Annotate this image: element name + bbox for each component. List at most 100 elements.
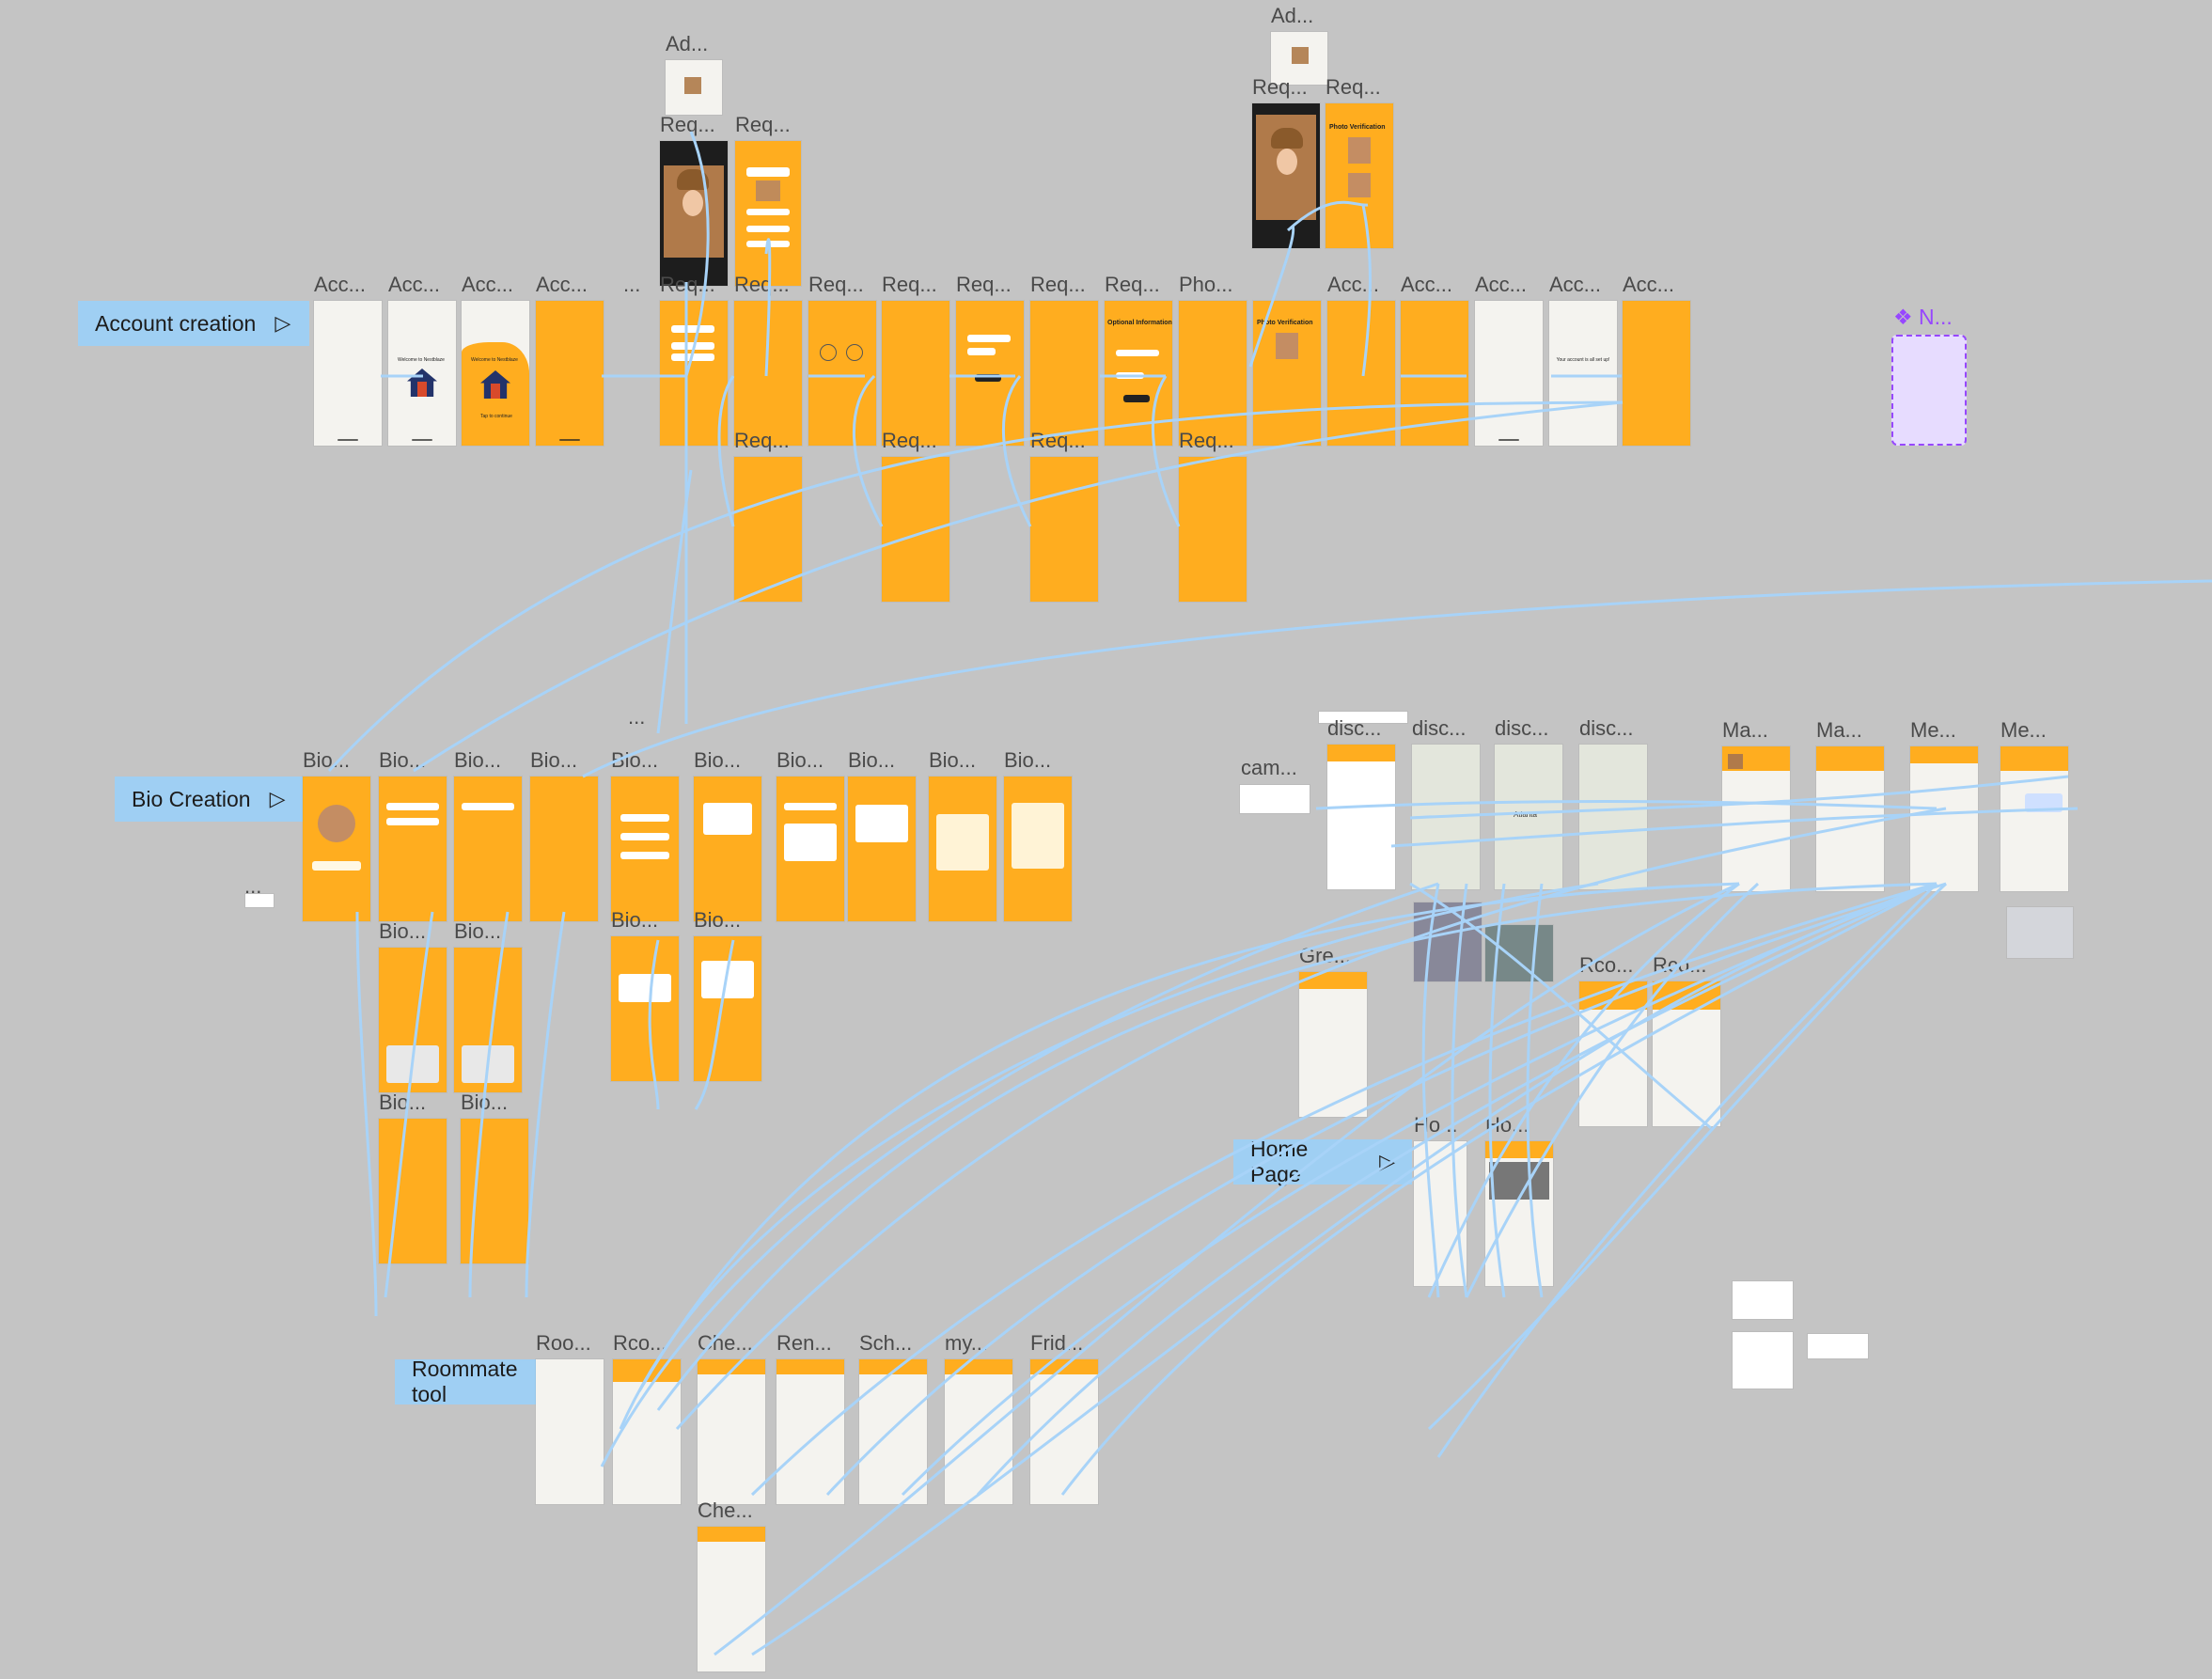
welcome-text: Welcome to Nestblaze (398, 357, 445, 363)
play-icon[interactable]: ▷ (275, 311, 291, 335)
frame-label: Req... (735, 113, 791, 136)
frame-discover-map-3[interactable] (1579, 745, 1647, 889)
frame-acc-3[interactable]: Welcome to Nestblaze Tap to continue (462, 301, 529, 446)
frame-req-5[interactable] (956, 301, 1024, 446)
frame-label: Me... (2000, 718, 2047, 742)
frame-camera-photo-2[interactable] (1252, 103, 1320, 248)
frame-label: Acc... (1327, 273, 1380, 296)
frame-label: Roo... (536, 1331, 591, 1355)
frame-bio-2[interactable] (379, 777, 447, 921)
frame-label: disc... (1495, 716, 1549, 740)
frame-bio-10[interactable] (1004, 777, 1072, 921)
section-title: Account creation (95, 310, 257, 336)
frame-label: ... (244, 874, 262, 898)
frame-checklist-2[interactable] (698, 1527, 765, 1671)
frame-req-low-1[interactable] (734, 457, 802, 602)
frame-label: Sch... (859, 1331, 913, 1355)
play-icon[interactable]: ▷ (269, 787, 286, 810)
frame-roommate-2[interactable] (613, 1359, 681, 1504)
frame-label: Bio... (1004, 748, 1052, 772)
frame-label: Che... (698, 1331, 753, 1355)
frame-photo-grid-1[interactable] (1414, 902, 1482, 981)
keyboard[interactable] (2006, 906, 2074, 959)
frame-label: Req... (734, 273, 790, 296)
frame-acc-7[interactable] (1475, 301, 1543, 446)
frame-messages-2[interactable] (2000, 746, 2068, 891)
frame-bio-6[interactable] (694, 777, 761, 921)
component-set-label[interactable]: ❖ N... (1893, 305, 1953, 329)
frame-match-1[interactable] (1722, 746, 1790, 891)
small-card[interactable] (1807, 1333, 1869, 1359)
frame-rent[interactable] (777, 1359, 844, 1504)
frame-ad-right[interactable] (1271, 32, 1327, 85)
small-note[interactable] (1318, 711, 1408, 724)
frame-label: Rco... (1579, 953, 1634, 977)
small-card[interactable] (1732, 1331, 1794, 1389)
frame-messages-1[interactable] (1910, 746, 1978, 891)
frame-discover-map-2[interactable]: Atlanta (1495, 745, 1562, 889)
frame-label: Req... (882, 429, 937, 452)
frame-discover-1[interactable] (1327, 745, 1395, 889)
frame-label: Acc... (1623, 273, 1675, 296)
frame-my[interactable] (945, 1359, 1012, 1504)
frame-bio-1[interactable] (303, 777, 370, 921)
frame-label: Req... (1105, 273, 1160, 296)
frame-req-1[interactable] (660, 301, 728, 446)
small-card[interactable] (1732, 1280, 1794, 1320)
frame-label: Che... (698, 1499, 753, 1522)
frame-roommate-1[interactable] (536, 1359, 604, 1504)
frame-acc-1[interactable] (314, 301, 382, 446)
frame-bio-8[interactable] (848, 777, 916, 921)
frame-acc-2[interactable]: Welcome to Nestblaze (388, 301, 456, 446)
frame-label: ... (628, 705, 646, 729)
frame-bio-9[interactable] (929, 777, 996, 921)
frame-rco-2[interactable] (1653, 981, 1720, 1126)
frame-bio-15[interactable] (379, 1119, 447, 1263)
welcome-text: Welcome to Nestblaze (471, 357, 518, 363)
frame-label: Req... (734, 429, 790, 452)
frame-req-low-3[interactable] (1030, 457, 1098, 602)
component-set[interactable] (1891, 335, 1967, 446)
frame-label: Bio... (379, 919, 427, 943)
frame-req-7[interactable] (1179, 301, 1247, 446)
section-account-creation[interactable]: Account creation ▷ (78, 301, 309, 346)
frame-label: Acc... (314, 273, 367, 296)
frame-label: disc... (1579, 716, 1634, 740)
frame-checklist[interactable] (698, 1359, 765, 1504)
frame-bio-3[interactable] (454, 777, 522, 921)
frame-acc-8[interactable]: Your account is all set up! (1549, 301, 1617, 446)
frame-bio-14[interactable] (694, 936, 761, 1081)
frame-bio-7[interactable] (777, 777, 844, 921)
frame-camera-photo[interactable] (660, 141, 728, 286)
small-dropdown[interactable] (1239, 784, 1310, 814)
frame-bio-5[interactable] (611, 777, 679, 921)
frame-label: disc... (1327, 716, 1382, 740)
frame-bio-13[interactable] (611, 936, 679, 1081)
frame-bio-4[interactable] (530, 777, 598, 921)
frame-label: Acc... (1475, 273, 1528, 296)
frame-req-6[interactable] (1030, 301, 1098, 446)
frame-rco-1[interactable] (1579, 981, 1647, 1126)
frame-req-top[interactable] (735, 141, 801, 286)
frame-req-3[interactable] (808, 301, 876, 446)
frame-req-4[interactable] (882, 301, 949, 446)
frame-acc-5[interactable] (1327, 301, 1395, 446)
section-title: Home Page (1250, 1137, 1309, 1186)
frame-photo-verification-top[interactable]: Photo Verification (1326, 103, 1393, 248)
frame-home-2[interactable] (1485, 1141, 1553, 1286)
section-title: Bio Creation (132, 786, 251, 811)
frame-label: Bio... (848, 748, 896, 772)
frame-label: Acc... (388, 273, 441, 296)
frame-ad-left[interactable] (666, 60, 722, 115)
small-note[interactable] (244, 893, 275, 908)
frame-acc-4[interactable] (536, 301, 604, 446)
frame-label: Acc... (462, 273, 514, 296)
frame-label: Ad... (666, 32, 709, 55)
screen-heading: Optional Information (1107, 320, 1172, 326)
frame-acc-9[interactable] (1623, 301, 1690, 446)
frame-label: Req... (660, 113, 715, 136)
section-bio-creation[interactable]: Bio Creation ▷ (115, 777, 303, 822)
frame-req-low-4[interactable] (1179, 457, 1247, 602)
